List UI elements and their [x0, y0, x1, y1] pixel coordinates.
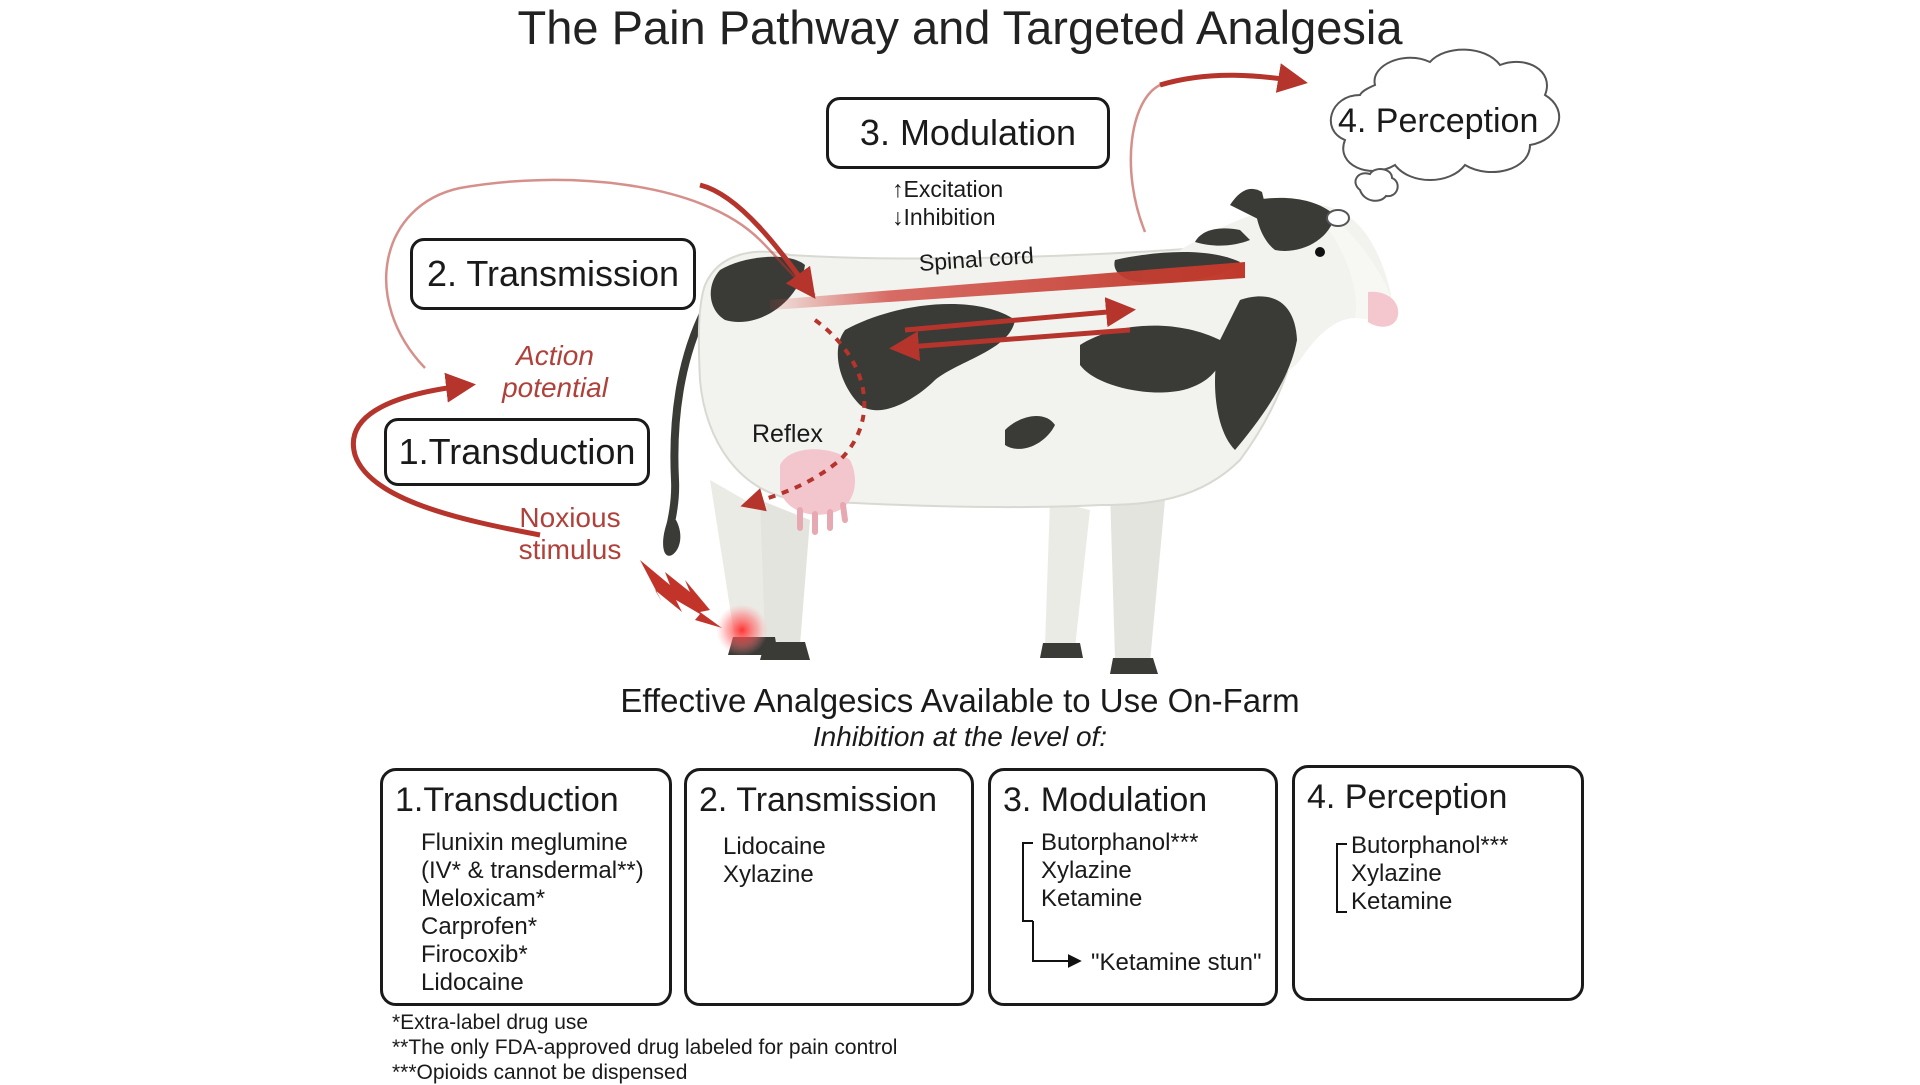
drug-list: Flunixin meglumine (IV* & transdermal**)…: [421, 829, 644, 997]
inhibition-note: ↓Inhibition: [892, 204, 996, 230]
drug-box-perception: 4. Perception Butorphanol*** Xylazine Ke…: [1292, 765, 1584, 1001]
stage-label-modulation: 3. Modulation: [859, 112, 1077, 153]
action-potential-line-1: Action: [516, 340, 594, 371]
stage-label-transduction: 1.Transduction: [398, 431, 636, 472]
thought-cloud-icon: [1326, 48, 1561, 227]
ascending-arrow: [904, 297, 1136, 333]
drug-item: Carprofen*: [421, 913, 538, 940]
action-potential-line-2: potential: [502, 372, 608, 403]
noxious-line-2: stimulus: [518, 534, 622, 565]
analgesics-section-title: Effective Analgesics Available to Use On…: [620, 682, 1300, 719]
drug-item: Xylazine: [1041, 857, 1132, 884]
drug-list: Butorphanol*** Xylazine Ketamine: [1351, 832, 1508, 916]
modulation-notes: ↑Excitation ↓Inhibition: [892, 175, 1003, 231]
drug-item: Butorphanol***: [1351, 832, 1509, 859]
reflex-label: Reflex: [752, 420, 823, 448]
drug-item: Flunixin meglumine: [421, 829, 628, 856]
cow-illustration: [663, 188, 1399, 674]
analgesics-section-subtitle: Inhibition at the level of:: [812, 721, 1108, 752]
drug-list: Lidocaine Xylazine: [723, 833, 826, 889]
action-potential-label: Action potential: [495, 340, 615, 404]
drug-box-transduction: 1.Transduction Flunixin meglumine (IV* &…: [380, 768, 672, 1006]
bracket-connector: [1022, 842, 1082, 968]
perception-arrow-head: [1159, 63, 1308, 93]
footnote-1: *Extra-label drug use: [392, 1011, 589, 1034]
drug-box-heading: 4. Perception: [1307, 778, 1508, 816]
reflex-arc: [740, 318, 867, 512]
drug-item: Firocoxib*: [421, 941, 528, 968]
transmission-arrow-head: [699, 182, 816, 299]
pain-spot-icon: [716, 604, 768, 656]
drug-item: Lidocaine: [723, 833, 826, 860]
stage-label-perception: 4. Perception: [1338, 102, 1539, 140]
transduction-loop-arrow: [350, 372, 541, 538]
stage-label-transmission: 2. Transmission: [426, 253, 680, 294]
footnotes: *Extra-label drug use **The only FDA-app…: [392, 1010, 897, 1085]
drug-item: Ketamine: [1041, 885, 1143, 912]
stage-box-transmission: 2. Transmission: [410, 238, 696, 310]
footnote-3: ***Opioids cannot be dispensed: [392, 1061, 688, 1084]
drug-item: Xylazine: [1351, 860, 1442, 887]
drug-item: Lidocaine: [421, 969, 524, 996]
ketamine-stun-label: "Ketamine stun": [1091, 949, 1262, 976]
drug-item: Meloxicam*: [421, 885, 546, 912]
footnote-2: **The only FDA-approved drug labeled for…: [392, 1036, 898, 1059]
drug-item: Ketamine: [1351, 888, 1453, 915]
drug-box-heading: 1.Transduction: [395, 781, 619, 819]
excitation-note: ↑Excitation: [892, 176, 1004, 202]
drug-item: (IV* & transdermal**): [421, 857, 644, 884]
drug-item: Butorphanol***: [1041, 829, 1199, 856]
descending-arrow: [889, 327, 1131, 362]
drug-box-heading: 2. Transmission: [699, 781, 938, 819]
stage-box-transduction: 1.Transduction: [384, 418, 650, 486]
drug-box-modulation: 3. Modulation Butorphanol*** Xylazine Ke…: [988, 768, 1278, 1006]
lightning-icon: [640, 560, 722, 628]
drug-box-transmission: 2. Transmission Lidocaine Xylazine: [684, 768, 974, 1006]
bracket-connector: [1336, 843, 1347, 913]
noxious-stimulus-label: Noxious stimulus: [505, 502, 635, 566]
noxious-line-1: Noxious: [519, 502, 621, 533]
drug-item: Xylazine: [723, 861, 814, 888]
diagram-title: The Pain Pathway and Targeted Analgesia: [517, 1, 1403, 54]
spinal-cord-band: [770, 262, 1245, 310]
stage-box-modulation: 3. Modulation: [826, 97, 1110, 169]
drug-box-heading: 3. Modulation: [1003, 781, 1208, 819]
transmission-arrow: [384, 178, 816, 369]
drug-list: Butorphanol*** Xylazine Ketamine: [1041, 829, 1198, 913]
